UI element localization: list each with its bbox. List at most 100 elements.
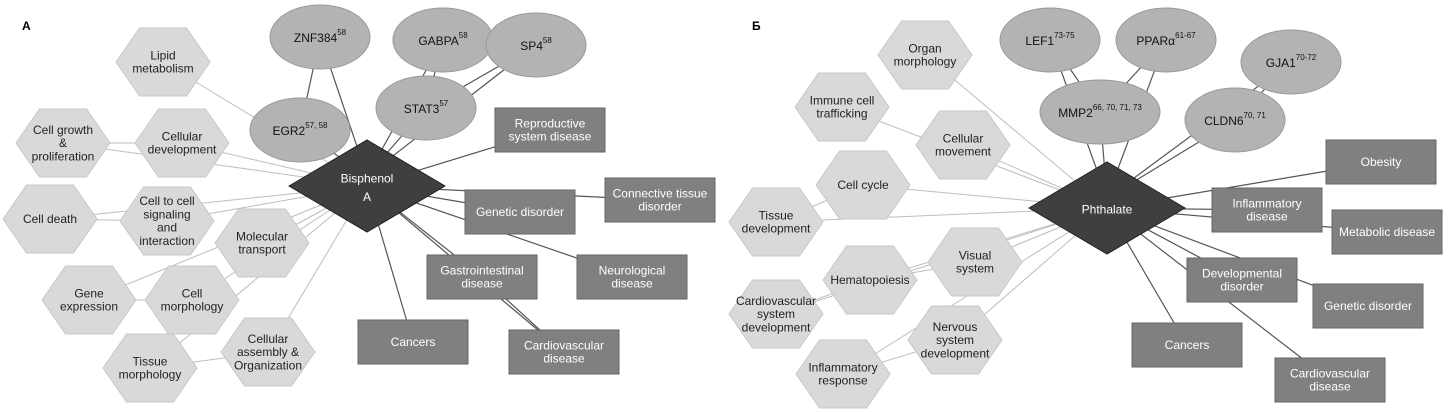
- function-label: development: [742, 320, 811, 334]
- disease-label: Cardiovascular: [524, 338, 604, 352]
- disease-label: disorder: [1220, 280, 1263, 294]
- disease-label: Cancers: [1165, 338, 1210, 352]
- rect-shape: [1274, 357, 1386, 403]
- function-node: Hematopoiesis: [822, 245, 918, 315]
- hexagon-shape: [795, 339, 891, 409]
- ellipse-shape: [375, 75, 477, 141]
- function-label: expression: [60, 300, 118, 314]
- function-label: Cell death: [23, 212, 77, 226]
- gene-node: STAT357: [375, 75, 477, 141]
- function-label: signaling: [143, 207, 190, 221]
- disease-label: disorder: [638, 200, 681, 214]
- ellipse-shape: [1115, 7, 1217, 73]
- rect-shape: [494, 107, 606, 153]
- disease-label: Connective tissue: [613, 186, 708, 200]
- gene-label: EGR257, 58: [273, 121, 328, 138]
- hub-node: Phthalate: [1028, 161, 1186, 255]
- hexagon-shape: [815, 150, 911, 220]
- function-label: Tissue: [133, 354, 168, 368]
- disease-node: Genetic disorder: [464, 189, 576, 235]
- gene-label: GJA170-72: [1266, 53, 1317, 70]
- hexagon-shape: [220, 317, 316, 387]
- hexagon-shape: [41, 265, 137, 335]
- gene-label: GABPA58: [418, 31, 468, 48]
- function-label: and: [157, 221, 177, 235]
- hub-label: Bisphenol: [341, 171, 394, 185]
- function-label: Gene: [74, 286, 104, 300]
- function-label: interaction: [139, 234, 194, 248]
- disease-label: disease: [1309, 380, 1351, 394]
- gene-label: STAT357: [404, 99, 449, 116]
- function-label: Visual: [959, 248, 991, 262]
- function-label: transport: [238, 243, 286, 257]
- disease-label: disease: [611, 277, 653, 291]
- ellipse-shape: [249, 97, 351, 163]
- disease-node: Genetic disorder: [1312, 283, 1424, 329]
- function-label: Cellular: [162, 129, 203, 143]
- rect-shape: [464, 189, 576, 235]
- disease-label: disease: [461, 277, 503, 291]
- function-label: development: [742, 222, 811, 236]
- gene-node: GABPA58: [392, 7, 494, 73]
- function-label: Immune cell: [810, 93, 875, 107]
- function-label: Organization: [234, 358, 302, 372]
- disease-node: Cancers: [357, 319, 469, 365]
- diamond-shape: [1028, 161, 1186, 255]
- rect-shape: [1312, 283, 1424, 329]
- rect-shape: [426, 254, 538, 300]
- panel-letter: А: [22, 19, 31, 33]
- function-label: Molecular: [236, 229, 288, 243]
- function-label: Nervous: [933, 320, 978, 334]
- disease-label: Developmental: [1202, 266, 1282, 280]
- disease-label: Inflammatory: [1232, 196, 1301, 210]
- disease-label: Genetic disorder: [476, 205, 564, 219]
- function-label: morphology: [894, 55, 957, 69]
- rect-shape: [576, 254, 688, 300]
- hexagon-shape: [119, 186, 215, 256]
- disease-label: Gastrointestinal: [440, 263, 523, 277]
- rect-shape: [1325, 139, 1437, 185]
- function-label: Cell: [182, 286, 203, 300]
- function-label: Cell to cell: [139, 194, 194, 208]
- rect-shape: [1211, 187, 1323, 233]
- gene-label: ZNF38458: [294, 28, 347, 45]
- hexagon-shape: [907, 305, 1003, 375]
- function-label: trafficking: [816, 107, 867, 121]
- disease-label: Genetic disorder: [1324, 299, 1412, 313]
- rect-shape: [357, 319, 469, 365]
- hexagon-shape: [877, 20, 973, 90]
- function-label: system: [956, 262, 994, 276]
- hexagon-shape: [2, 184, 98, 254]
- gene-label: SP458: [520, 36, 552, 53]
- gene-label: PPARα61-67: [1136, 31, 1196, 48]
- function-label: system: [936, 333, 974, 347]
- function-label: Tissue: [759, 208, 794, 222]
- gene-label: CLDN670, 71: [1204, 111, 1266, 128]
- diamond-shape: [288, 139, 446, 233]
- function-label: movement: [935, 145, 992, 159]
- ellipse-shape: [1240, 29, 1342, 95]
- function-label: Cell cycle: [837, 178, 889, 192]
- gene-node: ZNF38458: [269, 4, 371, 70]
- function-node: Cell growth&proliferation: [15, 108, 111, 178]
- gene-node: EGR257, 58: [249, 97, 351, 163]
- ellipse-shape: [999, 7, 1101, 73]
- ellipse-shape: [1184, 87, 1286, 153]
